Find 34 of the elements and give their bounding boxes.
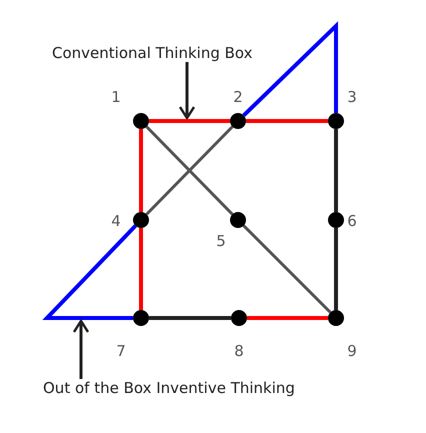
dot <box>328 310 344 326</box>
leader-arrow <box>178 62 196 120</box>
dot-number: 2 <box>233 88 243 106</box>
dot <box>230 212 246 228</box>
dot <box>328 212 344 228</box>
vertical-line <box>139 129 143 212</box>
dot-number: 9 <box>347 342 357 360</box>
dot-number: 6 <box>347 212 357 230</box>
annotation-text: Conventional Thinking Box <box>52 44 253 62</box>
dot-number: 5 <box>216 232 226 250</box>
leader-arrow <box>72 320 90 379</box>
annotation-text: Out of the Box Inventive Thinking <box>43 379 295 397</box>
vertical-line <box>334 129 338 212</box>
vertical-line <box>139 228 143 310</box>
dot-number: 3 <box>347 88 357 106</box>
dot <box>133 113 149 129</box>
dot-number: 8 <box>234 342 244 360</box>
falling-diagonal-line <box>146 126 332 314</box>
rising-diagonal-line <box>146 126 234 216</box>
dot <box>328 113 344 129</box>
horizontal-line <box>149 119 230 123</box>
dot <box>133 212 149 228</box>
dot-number: 4 <box>111 212 121 230</box>
dot <box>133 310 149 326</box>
bent-line <box>242 21 338 117</box>
dot-number: 7 <box>116 342 126 360</box>
horizontal-line <box>149 316 231 320</box>
bent-line <box>42 224 137 320</box>
vertical-line <box>334 228 338 310</box>
horizontal-line <box>247 316 328 320</box>
horizontal-line <box>246 119 328 123</box>
dot-number: 1 <box>111 88 121 106</box>
dot <box>231 310 247 326</box>
dot <box>230 113 246 129</box>
